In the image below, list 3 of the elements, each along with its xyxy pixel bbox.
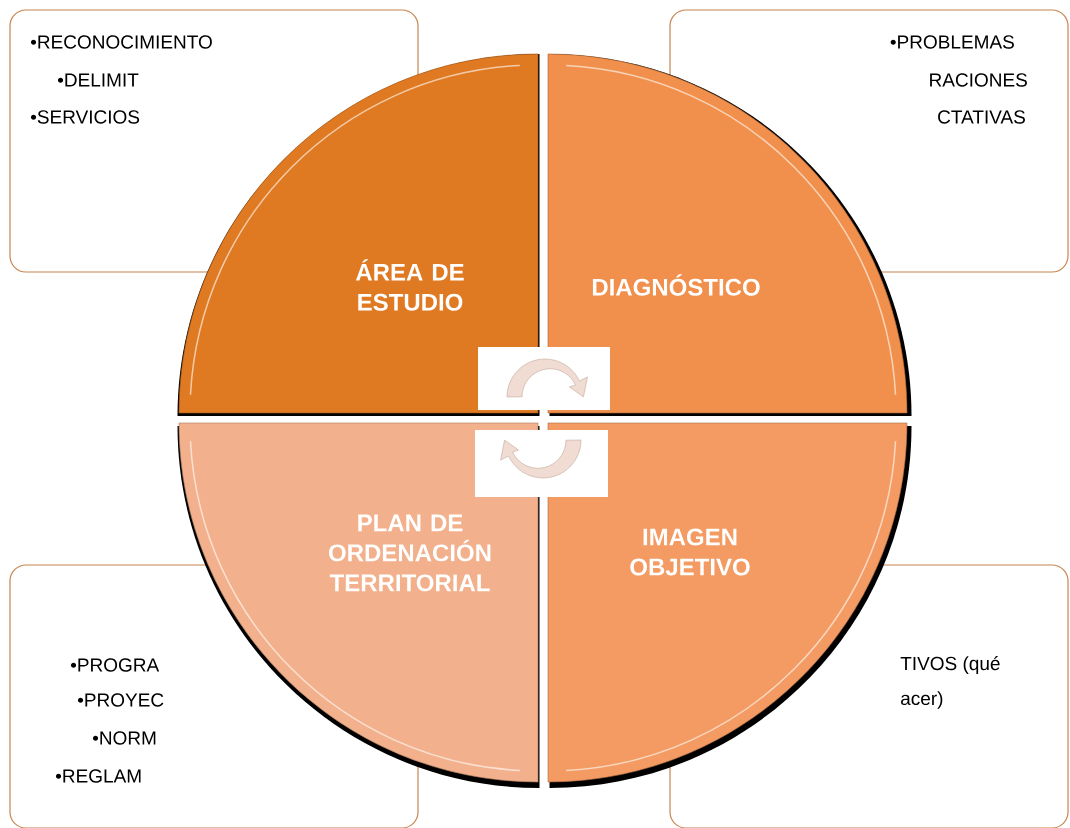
quadrant-sector: PLAN DE ORDENACIÓN TERRITORIAL [177, 422, 540, 788]
quadrant-sector: ÁREA DE ESTUDIO [177, 53, 540, 416]
quadrant-sector: DIAGNÓSTICO [547, 53, 912, 416]
